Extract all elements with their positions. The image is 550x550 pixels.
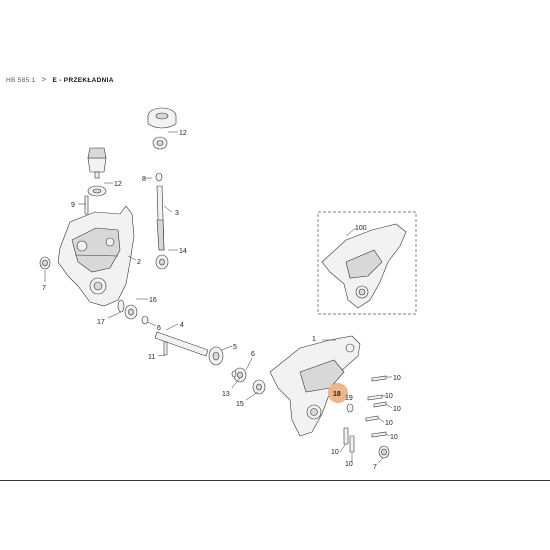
callout-4: 4 [180,322,184,329]
bolt-9 [84,195,89,215]
callout-10-b: 10 [385,393,393,400]
callout-9: 9 [71,202,75,209]
callout-100: 100 [355,225,367,232]
callout-10-f: 10 [331,449,339,456]
callout-labels: 12 12 8 9 3 14 2 7 16 17 6 4 5 11 6 13 1… [42,130,401,471]
leader-lines [44,131,393,464]
callout-12-top: 12 [179,130,187,137]
callout-2: 2 [137,259,141,266]
crown-gear [147,107,177,129]
shaft-4 [154,331,209,357]
gearbox-housing-right [269,335,361,437]
highlight-circle-18[interactable] [328,383,348,403]
callout-5: 5 [233,344,237,351]
callout-6: 6 [251,351,255,358]
callout-7-left: 7 [42,285,46,292]
callout-10-e: 10 [390,434,398,441]
callout-11: 11 [148,354,155,361]
callout-10-d: 10 [385,420,393,427]
gearbox-housing-inset [321,223,407,309]
washer-13 [231,370,237,378]
callout-10-g: 10 [345,461,353,468]
callout-15: 15 [236,401,244,408]
callout-18: 18 [333,391,341,398]
chevron-right-icon: > [41,75,47,84]
callout-6-small: 6 [157,325,161,332]
callout-8: 8 [142,176,146,183]
callout-7-right: 7 [373,464,377,471]
callout-16: 16 [149,297,157,304]
bolt-11 [163,341,168,356]
washer-8 [155,172,163,182]
part-19 [346,403,354,413]
bevel-gear-small [87,147,107,179]
breadcrumb: HB 585.1 > E - PRZEKŁADNIA [6,74,114,86]
washer-16 [141,315,149,325]
callout-1: 1 [312,336,316,343]
callout-17: 17 [97,319,105,326]
callout-13: 13 [222,391,230,398]
gearbox-housing-left [57,205,135,307]
callout-19: 19 [345,395,353,402]
callout-10-a: 10 [393,375,401,382]
callout-14: 14 [179,248,187,255]
bolts-10 [343,375,387,453]
ring-17 [117,299,125,313]
callout-10-c: 10 [393,406,401,413]
breadcrumb-current: E - PRZEKŁADNIA [52,76,114,84]
callout-12-small: 12 [114,181,122,188]
callout-3: 3 [175,210,179,217]
divider-line [0,480,550,481]
breadcrumb-root-link[interactable]: HB 585.1 [6,76,36,84]
